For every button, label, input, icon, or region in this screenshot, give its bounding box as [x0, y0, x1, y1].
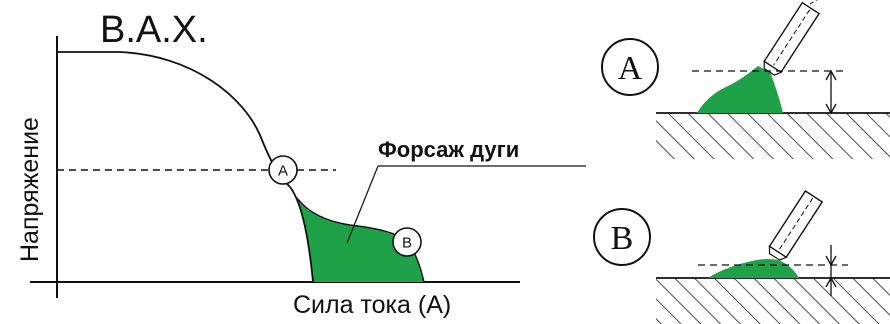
- panel-a-arc: [697, 66, 783, 113]
- panel-b-dimension-arrows: [825, 255, 837, 288]
- panel-b-electrode: [768, 190, 824, 261]
- panel-b-arc: [708, 259, 799, 278]
- panel-a: A: [601, 0, 890, 159]
- panel-b-badge: [593, 208, 651, 266]
- point-a-marker: [268, 155, 298, 185]
- point-b-label: B: [402, 235, 412, 252]
- panel-b-workpiece: [656, 278, 890, 324]
- y-axis-label: Напряжение: [16, 117, 44, 262]
- arc-force-label: Форсаж дуги: [378, 137, 519, 162]
- vac-curve: [57, 51, 314, 283]
- chart-title: В.А.Х.: [100, 9, 208, 51]
- arc-force-edge: [296, 197, 425, 283]
- panel-a-electrode: [763, 1, 821, 76]
- callout-leader: [346, 165, 379, 244]
- vac-chart: В.А.Х. Напряжение Сила тока (А) Форсаж д…: [16, 9, 586, 319]
- panel-b: B: [593, 190, 890, 324]
- panel-a-workpiece: [656, 113, 890, 159]
- panel-a-badge-label: A: [618, 50, 643, 87]
- point-a-label: A: [278, 163, 288, 180]
- panel-b-badge-label: B: [611, 220, 634, 257]
- panel-a-dimension-arrows: [825, 69, 837, 115]
- panel-a-axis-mark: [809, 0, 818, 5]
- point-b-marker: [392, 227, 422, 257]
- arc-force-region: [297, 198, 424, 282]
- x-axis-label: Сила тока (А): [293, 291, 451, 319]
- panel-a-badge: [601, 38, 659, 96]
